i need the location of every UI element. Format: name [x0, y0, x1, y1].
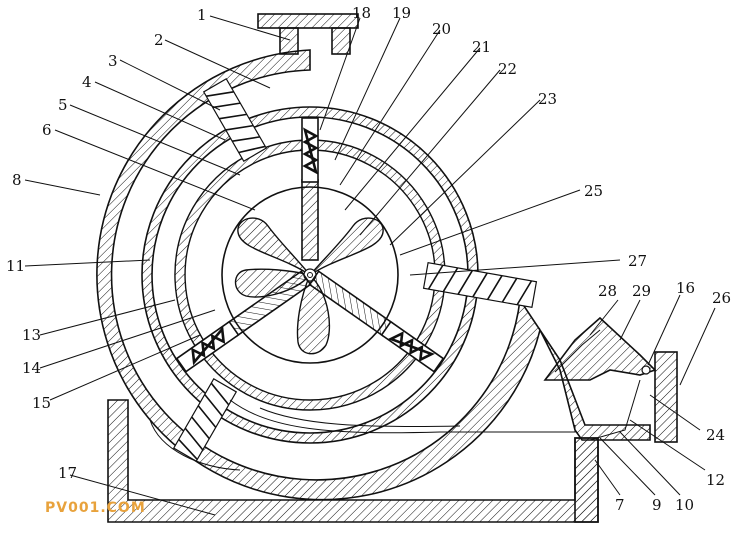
label-27: 27 [628, 252, 647, 270]
label-16: 16 [676, 279, 695, 297]
label-12: 12 [706, 471, 725, 489]
label-22: 22 [498, 60, 517, 78]
label-29: 29 [632, 282, 651, 300]
label-20: 20 [432, 20, 451, 38]
watermark: PV001.COM [45, 500, 146, 516]
label-14: 14 [22, 359, 41, 377]
label-26: 26 [712, 289, 731, 307]
part-labels: 1 2 3 4 5 6 8 11 13 14 15 17 18 19 20 21… [6, 4, 731, 514]
label-6: 6 [42, 121, 52, 139]
label-3: 3 [108, 52, 118, 70]
outlet-nozzle [543, 316, 678, 443]
label-18: 18 [352, 4, 371, 22]
label-25: 25 [584, 182, 603, 200]
outer-casing [96, 49, 651, 501]
bottom-channel [149, 399, 576, 471]
base-frame [107, 399, 599, 523]
label-10: 10 [675, 496, 694, 514]
label-1: 1 [197, 6, 207, 24]
label-17: 17 [58, 464, 77, 482]
label-2: 2 [154, 31, 164, 49]
label-15: 15 [32, 394, 51, 412]
inner-ring [174, 139, 446, 411]
label-23: 23 [538, 90, 557, 108]
inlet-pipe [257, 13, 359, 55]
label-5: 5 [58, 96, 68, 114]
screws [172, 78, 538, 462]
label-7: 7 [615, 496, 625, 514]
label-28: 28 [598, 282, 617, 300]
label-4: 4 [82, 73, 92, 91]
label-13: 13 [22, 326, 41, 344]
label-9: 9 [652, 496, 662, 514]
label-11: 11 [6, 257, 25, 275]
label-8: 8 [12, 171, 22, 189]
label-24: 24 [706, 426, 725, 444]
leader-lines [24, 15, 716, 516]
label-21: 21 [472, 38, 491, 56]
vanes [175, 117, 445, 373]
label-19: 19 [392, 4, 411, 22]
